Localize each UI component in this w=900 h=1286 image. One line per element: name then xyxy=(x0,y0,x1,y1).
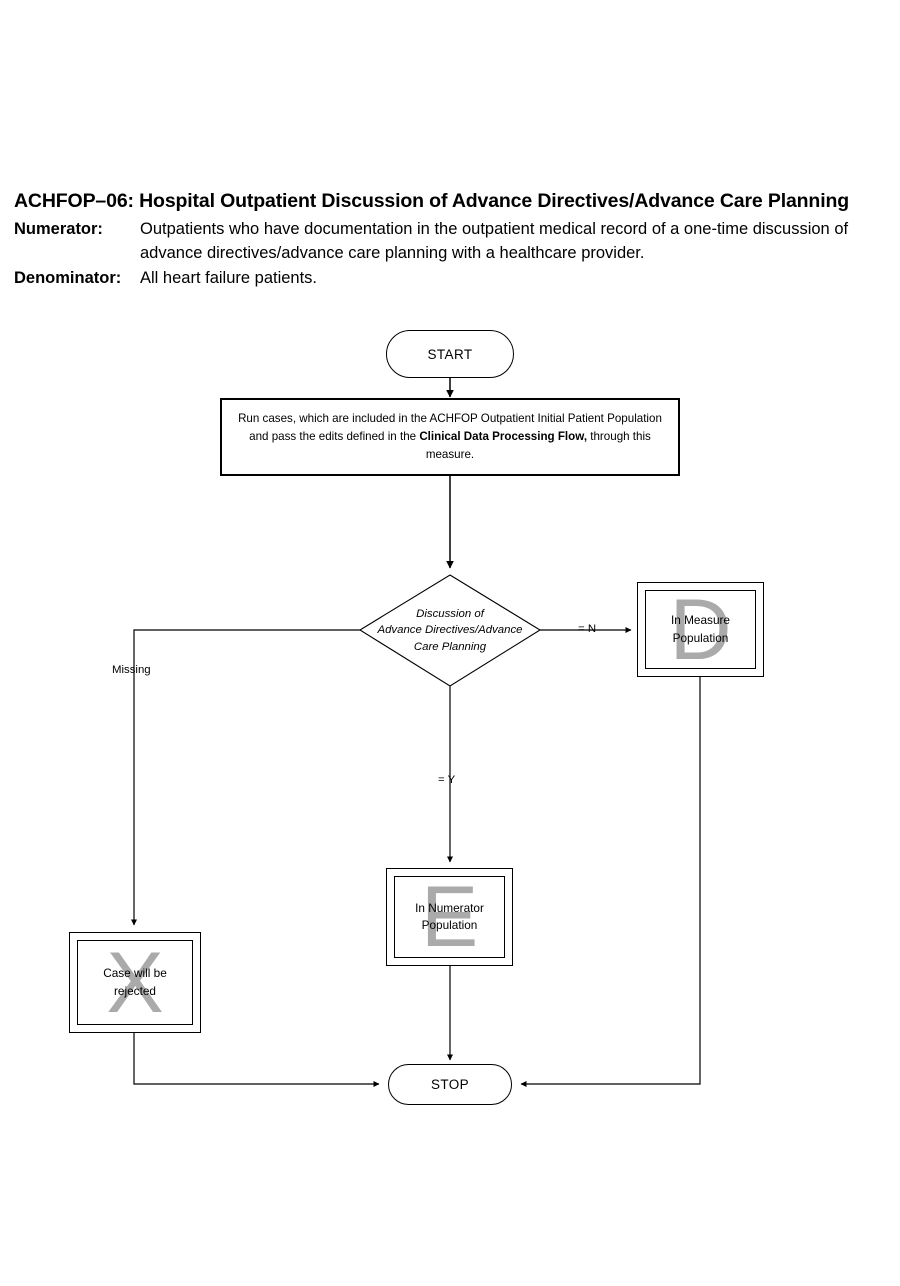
rejected-line1: Case will be xyxy=(103,966,167,981)
rejected-line2: rejected xyxy=(114,983,156,998)
measure-header: ACHFOP–06: Hospital Outpatient Discussio… xyxy=(14,190,890,291)
decision-label-line1: Discussion of xyxy=(416,607,484,620)
watermark-letter-d: D xyxy=(669,590,732,669)
process-box-run-cases: Run cases, which are included in the ACH… xyxy=(220,398,680,476)
edge-label-missing: Missing xyxy=(112,664,151,676)
outcome-box-in-numerator-population: E In Numerator Population xyxy=(386,868,513,966)
watermark-letter-x: X xyxy=(106,940,164,1025)
numerator-row: Numerator: Outpatients who have document… xyxy=(14,218,890,265)
page-title: ACHFOP–06: Hospital Outpatient Discussio… xyxy=(14,190,849,212)
process-text-after-bold: through this measure. xyxy=(425,430,651,461)
numerator-population-line2: Population xyxy=(421,918,478,932)
stop-label: STOP xyxy=(430,1077,470,1092)
denominator-text: All heart failure patients. xyxy=(140,269,318,288)
start-terminator: START xyxy=(386,330,514,378)
decision-discussion-advance-directives: Discussion of Advance Directives/Advance… xyxy=(360,575,540,686)
watermark-letter-e: E xyxy=(420,876,479,958)
numerator-population-line1: In Numerator xyxy=(415,900,484,915)
outcome-box-case-rejected: X Case will be rejected xyxy=(69,932,201,1033)
denominator-label: Denominator: xyxy=(14,269,122,288)
start-label: START xyxy=(427,346,473,362)
outcome-box-in-measure-population: D In Measure Population xyxy=(637,582,764,677)
edge-label-no: = N xyxy=(578,623,597,635)
denominator-row: Denominator: All heart failure patients. xyxy=(14,267,890,290)
numerator-label: Numerator: xyxy=(14,220,103,239)
measure-population-line1: In Measure xyxy=(670,613,730,628)
decision-label-line2: Advance Directives/Advance xyxy=(377,624,523,637)
measure-population-line2: Population xyxy=(672,630,729,645)
process-text-bold: Clinical Data Processing Flow, xyxy=(419,430,588,444)
numerator-text: Outpatients who have documentation in th… xyxy=(140,220,849,262)
edge-rejected-to-stop xyxy=(133,1033,380,1088)
edge-label-yes: = Y xyxy=(438,774,456,786)
decision-label-line3: Care Planning xyxy=(413,640,487,653)
edge-decision-missing-to-rejected xyxy=(130,629,360,926)
edge-measure-population-to-stop xyxy=(520,677,701,1088)
process-text-before-bold: Run cases, which are included in the ACH… xyxy=(238,412,662,444)
stop-terminator: STOP xyxy=(388,1064,512,1105)
